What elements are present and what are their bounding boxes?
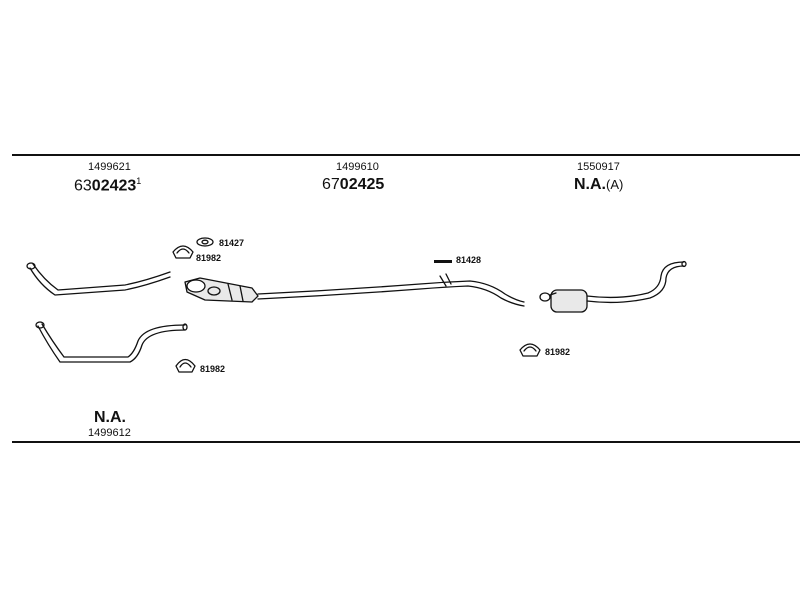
right-product-code: N.A.(A) [574, 177, 623, 193]
middle-product-code: 6702425 [322, 177, 384, 193]
middle-part-number: 1499610 [336, 161, 379, 173]
left-product-code: 63024231 [74, 177, 141, 194]
callout-81982-left: 81982 [200, 364, 226, 374]
clamp-81982-right [519, 343, 541, 357]
tail-pipe [586, 260, 687, 304]
bottom-product-code: N.A. [94, 410, 126, 426]
middle-code-prefix: 67 [322, 176, 340, 193]
centre-silencer [184, 277, 259, 303]
right-code-suffix: (A) [606, 177, 624, 192]
middle-pipe [257, 273, 525, 307]
top-divider-line [12, 154, 800, 156]
rear-silencer [539, 289, 588, 313]
bottom-part-number: 1499612 [88, 427, 131, 439]
bottom-divider-line [12, 441, 800, 443]
right-code-main: N.A. [574, 176, 606, 193]
callout-81982-right: 81982 [545, 347, 571, 357]
bottom-code-main: N.A. [94, 409, 126, 426]
front-pipe-upper [26, 262, 171, 296]
callout-81427: 81427 [219, 238, 245, 248]
right-part-number: 1550917 [577, 161, 620, 173]
clamp-81982-top [172, 245, 194, 259]
left-code-prefix: 63 [74, 177, 92, 195]
left-code-suffix: 1 [136, 176, 142, 186]
callout-81428: 81428 [456, 255, 482, 265]
middle-code-main: 02425 [339, 176, 385, 193]
gasket-81427 [196, 237, 214, 247]
strap-81428 [434, 260, 452, 263]
left-code-main: 02423 [91, 177, 137, 195]
left-part-number: 1499621 [88, 161, 131, 173]
clamp-81982-left [175, 358, 196, 373]
front-pipe-lower [35, 321, 188, 363]
callout-81982-top: 81982 [196, 253, 222, 263]
